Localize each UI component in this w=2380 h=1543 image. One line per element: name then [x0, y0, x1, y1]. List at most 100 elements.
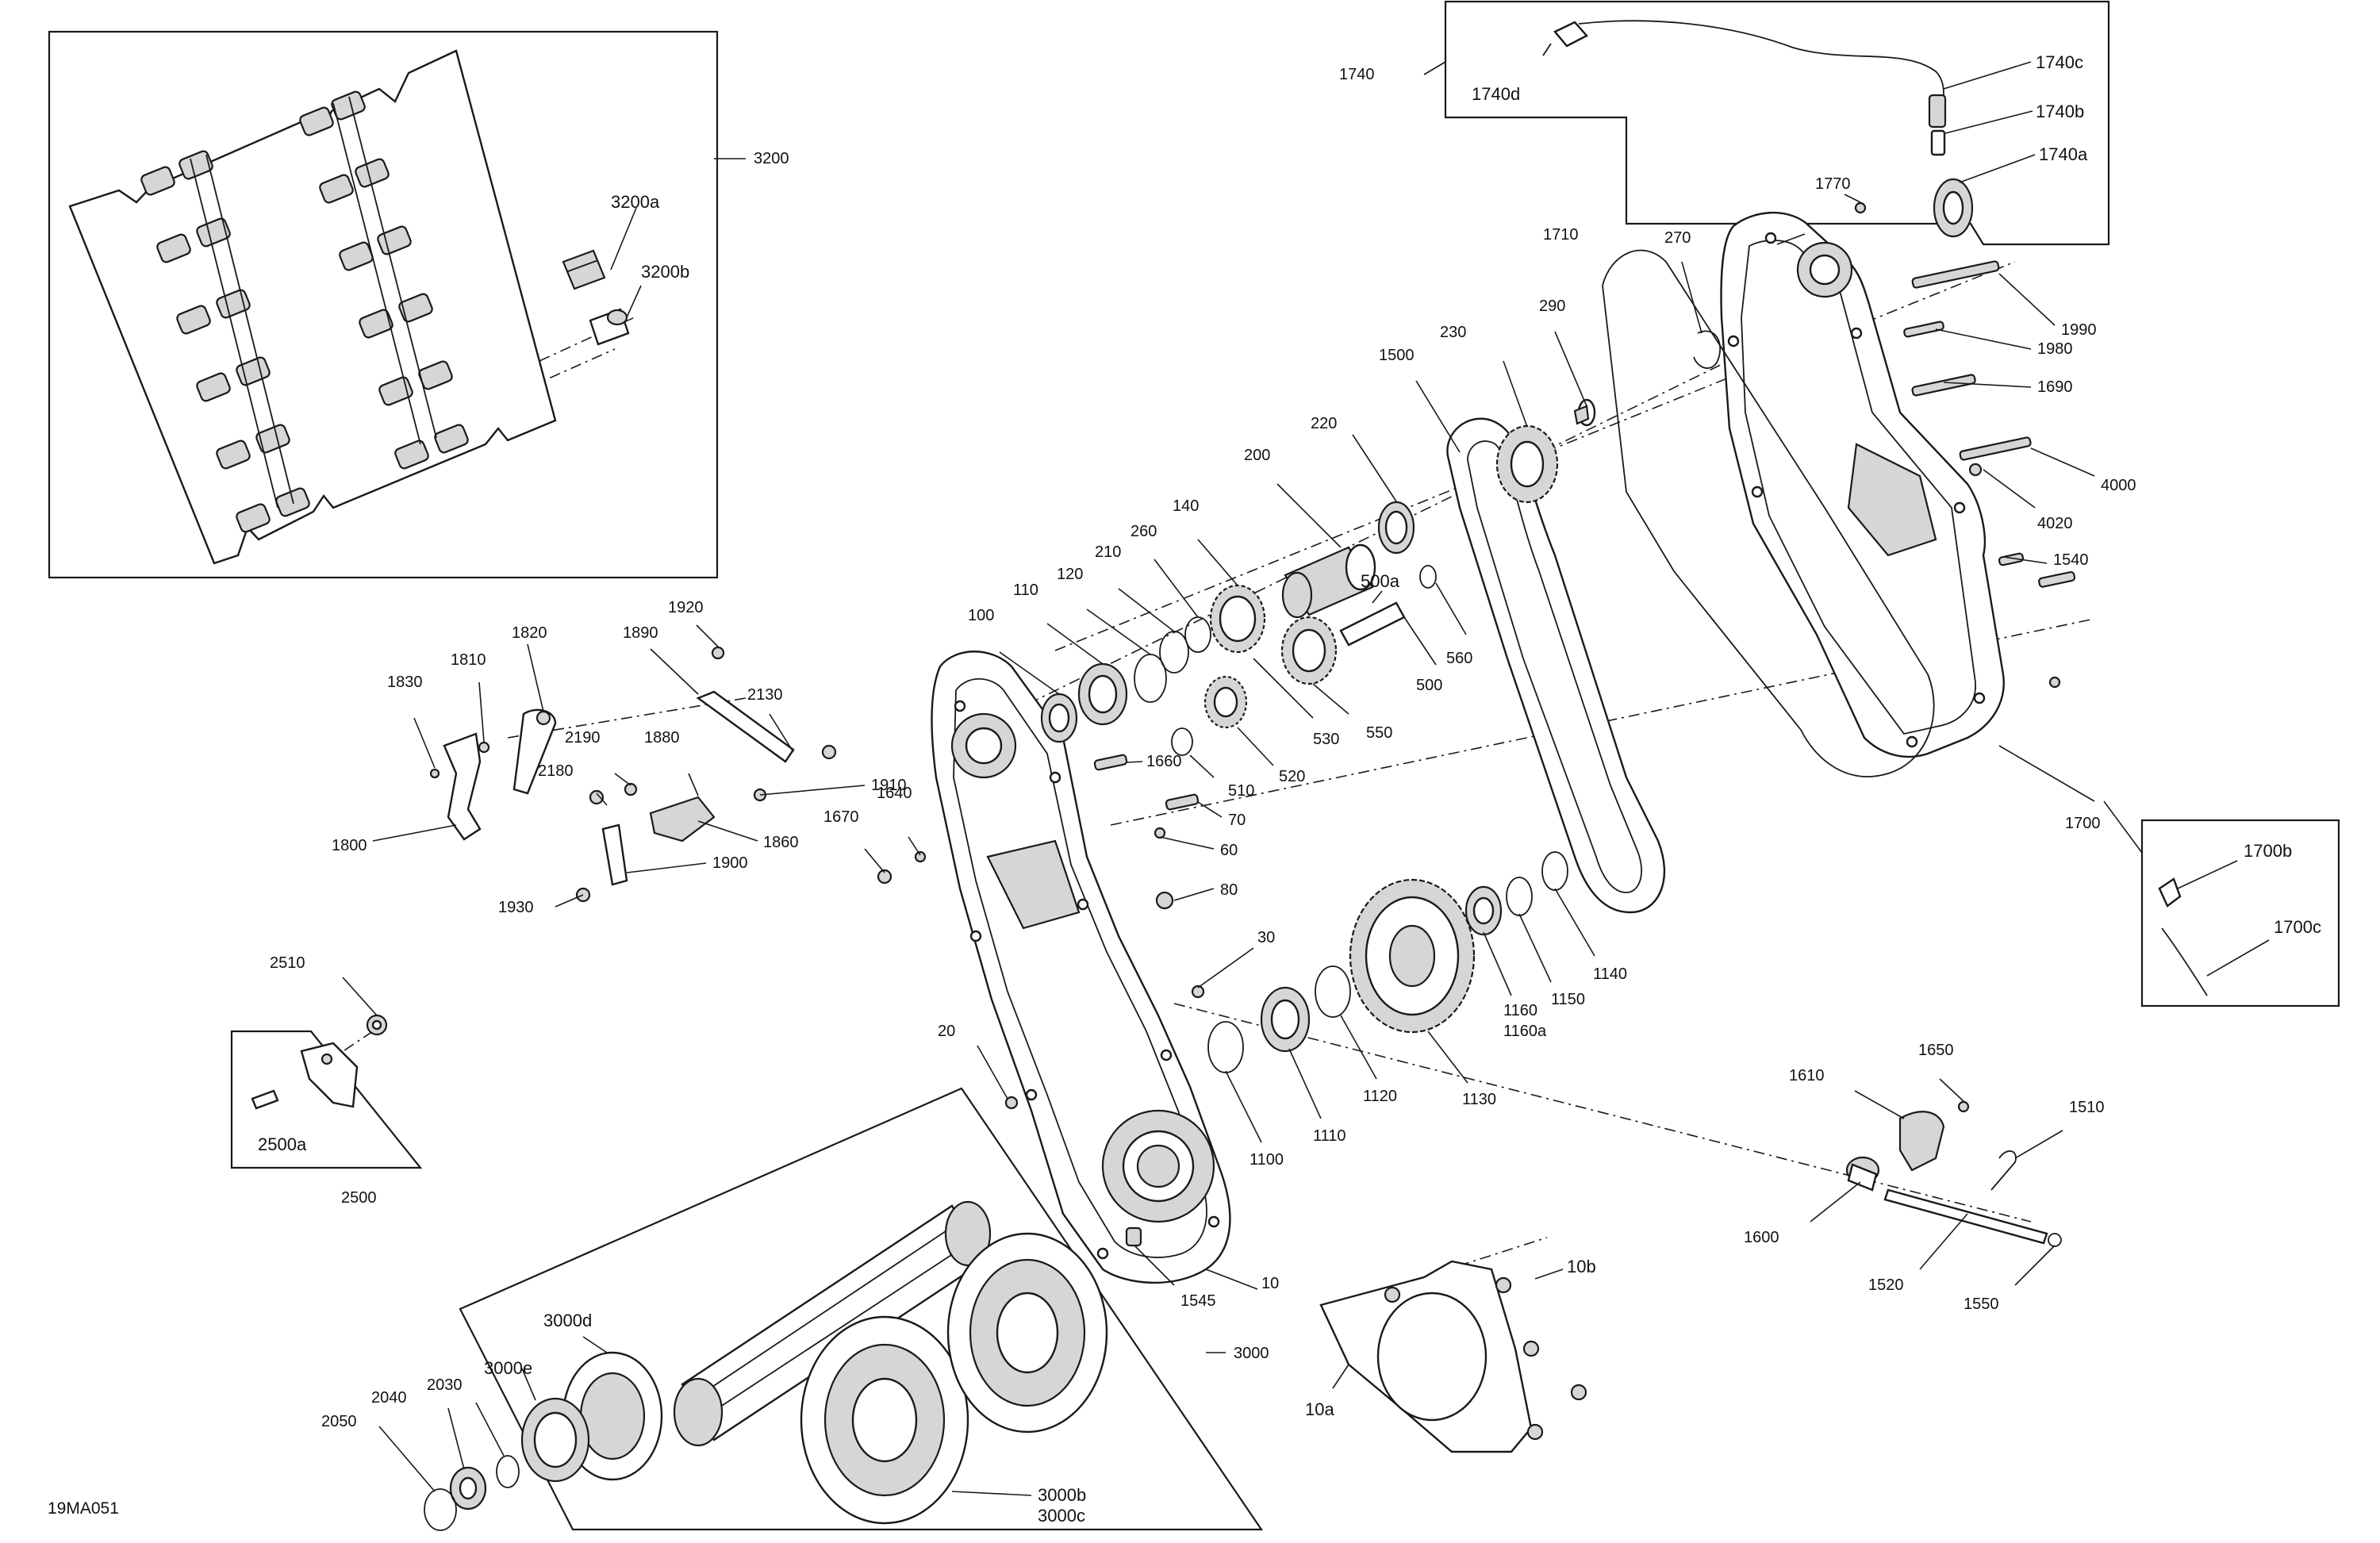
- frame-1700-inset: [2140, 819, 2340, 1008]
- cover-1700: [1720, 211, 2005, 758]
- hose-1700c: [2161, 927, 2208, 996]
- hairpin-1510: [1990, 1150, 2017, 1191]
- callout-100: 100: [968, 607, 994, 624]
- callout-200: 200: [1244, 447, 1270, 464]
- leader-lines: [342, 61, 2270, 1496]
- washer-510: [1171, 727, 1193, 756]
- washer-290: [1573, 398, 1596, 427]
- gear-1130: [1349, 878, 1476, 1034]
- callout-10b: 10b: [1567, 1257, 1596, 1276]
- shaft-200: [1281, 543, 1376, 619]
- frame-2500-inset: [230, 1030, 423, 1169]
- callout-1160a: 1160a: [1503, 1023, 1547, 1040]
- track-stud-3200b: [589, 308, 630, 346]
- gear-520: [1203, 675, 1248, 729]
- callout-1710: 1710: [1543, 226, 1579, 244]
- drive-shaft-3000: [673, 1200, 992, 1447]
- track-clip-3200a: [562, 249, 606, 290]
- callout-1640: 1640: [877, 785, 912, 802]
- callout-230: 230: [1440, 324, 1466, 341]
- callout-1100: 1100: [1250, 1151, 1284, 1169]
- callout-1660: 1660: [1146, 753, 1182, 770]
- gear-230: [1495, 424, 1559, 504]
- o-ring-1710: [1602, 249, 1935, 777]
- callout-1740d: 1740d: [1472, 84, 1520, 104]
- callout-500a: 500a: [1361, 571, 1400, 591]
- callout-110: 110: [1013, 582, 1038, 599]
- cable-1740: [1542, 20, 1974, 238]
- sprocket-3000b: [800, 1315, 969, 1525]
- callout-1890: 1890: [623, 624, 658, 642]
- callout-10a: 10a: [1305, 1399, 1334, 1419]
- callout-2030: 2030: [427, 1376, 463, 1394]
- callout-1160: 1160: [1503, 1002, 1537, 1019]
- frame-3200-track-inset: [48, 30, 719, 579]
- callout-3200b: 3200b: [641, 262, 689, 282]
- callout-1700c: 1700c: [2274, 917, 2321, 937]
- callout-1740: 1740: [1339, 66, 1375, 83]
- bolts-linkage: [429, 646, 837, 903]
- shaft-500: [1339, 601, 1406, 647]
- callout-10: 10: [1261, 1275, 1279, 1292]
- callout-1550: 1550: [1964, 1295, 1999, 1313]
- callout-3000b: 3000b: [1038, 1485, 1086, 1505]
- callout-520: 520: [1279, 768, 1305, 785]
- callout-1860: 1860: [763, 834, 799, 851]
- callout-3200: 3200: [754, 150, 789, 167]
- callout-2510: 2510: [270, 954, 305, 972]
- callout-1670: 1670: [823, 808, 859, 826]
- track-3200: [68, 49, 557, 565]
- callout-1910: 1910: [871, 777, 907, 794]
- frame-1740-cable-inset: [1444, 0, 2110, 246]
- gear-550: [1280, 616, 1338, 685]
- pin-1650: [1957, 1100, 1970, 1113]
- callout-1600: 1600: [1744, 1229, 1779, 1246]
- clip-1700b: [2158, 877, 2182, 908]
- sprocket-1160: [1464, 885, 1503, 936]
- assembly-axis-track-2: [507, 348, 616, 397]
- callout-290: 290: [1539, 297, 1565, 315]
- ring-1140: [1541, 851, 1568, 891]
- bearing-3000e: [520, 1397, 590, 1483]
- lever-1820: [512, 708, 557, 795]
- shift-cam-1610: [1898, 1111, 1945, 1172]
- callout-2500a: 2500a: [258, 1134, 307, 1154]
- callout-550: 550: [1366, 724, 1392, 742]
- callout-1770: 1770: [1815, 175, 1851, 193]
- ring-2050: [424, 1488, 457, 1531]
- callout-1900: 1900: [712, 854, 748, 872]
- drawing-reference: 19MA051: [48, 1499, 119, 1518]
- ring-1550: [2048, 1233, 2062, 1247]
- callout-1700b: 1700b: [2244, 841, 2292, 861]
- callout-1650: 1650: [1918, 1042, 1954, 1059]
- callout-1990: 1990: [2061, 321, 2097, 339]
- callout-3000d: 3000d: [543, 1311, 592, 1330]
- callout-1980: 1980: [2037, 340, 2073, 358]
- ring-1100: [1207, 1021, 1244, 1073]
- callout-1520: 1520: [1868, 1276, 1904, 1294]
- callout-140: 140: [1173, 497, 1199, 515]
- callout-270: 270: [1664, 229, 1691, 247]
- sprocket-3000c: [946, 1232, 1108, 1434]
- callout-80: 80: [1220, 881, 1238, 899]
- assembly-axis-shift: [1173, 1003, 2032, 1223]
- washer-560: [1419, 565, 1437, 589]
- case-10: [931, 651, 1231, 1284]
- plate-10a: [1319, 1260, 1587, 1453]
- pin-2500a: [251, 1089, 279, 1110]
- link-1890: [696, 690, 795, 763]
- callout-210: 210: [1095, 543, 1121, 561]
- bolts-hardware: [877, 202, 2076, 1247]
- callout-1540: 1540: [2053, 551, 2089, 569]
- callout-1920: 1920: [668, 599, 704, 616]
- nut-2040: [449, 1466, 487, 1510]
- callout-1740b: 1740b: [2036, 102, 2084, 121]
- callout-70: 70: [1228, 812, 1246, 829]
- callout-3000c: 3000c: [1038, 1506, 1085, 1526]
- callout-1740a: 1740a: [2039, 144, 2088, 164]
- callout-1700: 1700: [2065, 815, 2101, 832]
- ring-1150: [1506, 877, 1533, 916]
- callout-1610: 1610: [1789, 1067, 1825, 1084]
- assembly-axis-track: [539, 317, 635, 362]
